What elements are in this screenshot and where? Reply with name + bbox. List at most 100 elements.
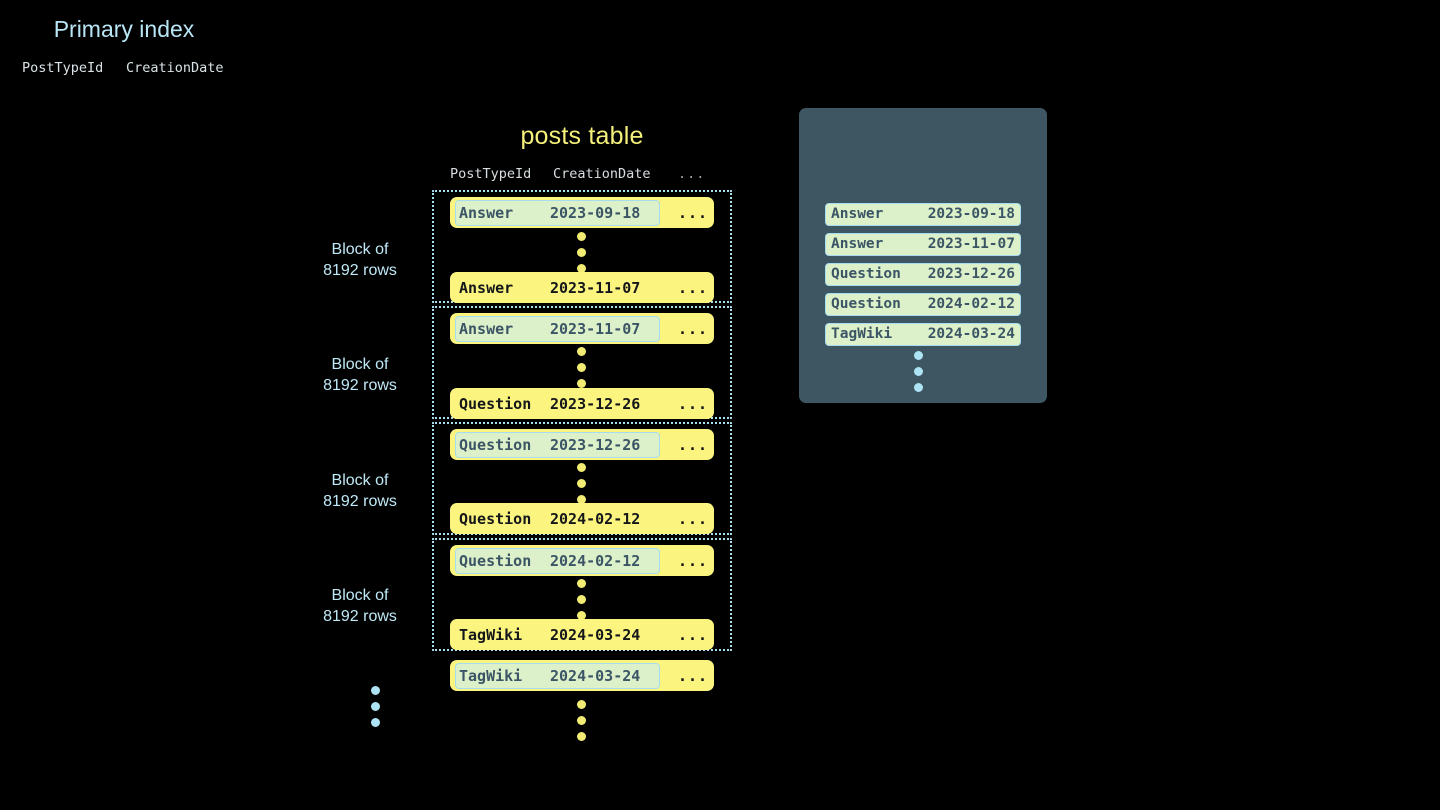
block-label-line1: Block of: [331, 241, 389, 258]
cell-posttypeid: Question: [459, 510, 532, 528]
cell-posttypeid: Question: [459, 436, 532, 454]
row-ellipsis-dots: [577, 463, 586, 511]
cell-creationdate: 2023-09-18: [550, 204, 641, 222]
row-highlight-box: [455, 315, 660, 342]
cell-more: ...: [678, 279, 709, 297]
cell-posttypeid: TagWiki: [459, 626, 523, 644]
cell-posttypeid: TagWiki: [459, 667, 523, 685]
table-row[interactable]: TagWiki 2024-03-24 ...: [450, 619, 714, 650]
cell-creationdate: 2024-03-24: [550, 667, 641, 685]
block-label-line1: Block of: [331, 472, 389, 489]
cell-creationdate: 2024-03-24: [927, 326, 1015, 342]
index-ellipsis-dots: [914, 351, 923, 399]
cell-creationdate: 2024-02-12: [927, 296, 1015, 312]
block-label-line1: Block of: [331, 587, 389, 604]
primary-index-title: Primary index: [53, 16, 195, 42]
block-label-line2: 8192 rows: [323, 262, 397, 279]
block-label-line1: Block of: [331, 356, 389, 373]
block-label-2: Block of 8192 rows: [300, 354, 420, 396]
cell-more: ...: [678, 552, 709, 570]
block-label-line2: 8192 rows: [323, 493, 397, 510]
cell-posttypeid: Answer: [459, 279, 514, 297]
dot: [371, 702, 380, 711]
block-label-1: Block of 8192 rows: [300, 239, 420, 281]
cell-creationdate: 2023-12-26: [550, 436, 641, 454]
index-entry-row[interactable]: Answer 2023-09-18: [825, 203, 1021, 226]
cell-creationdate: 2024-02-12: [550, 510, 641, 528]
column-header-creationdate: CreationDate: [553, 166, 651, 182]
cell-posttypeid: Answer: [459, 204, 514, 222]
row-ellipsis-dots: [577, 579, 586, 627]
index-entry-row[interactable]: Question 2024-02-12: [825, 293, 1021, 316]
cell-creationdate: 2023-11-07: [550, 279, 641, 297]
table-row[interactable]: Question 2024-02-12 ...: [450, 503, 714, 534]
cell-posttypeid: Question: [459, 395, 532, 413]
row-highlight-box: [455, 431, 660, 458]
dot: [577, 716, 586, 725]
cell-posttypeid: Answer: [831, 206, 884, 222]
cell-posttypeid: Answer: [831, 236, 884, 252]
dot: [577, 732, 586, 741]
cell-more: ...: [678, 510, 709, 528]
cell-more: ...: [678, 667, 709, 685]
dot: [577, 479, 586, 488]
dot: [371, 686, 380, 695]
posts-table-column-headers: PostTypeId CreationDate ...: [450, 166, 714, 186]
dot: [371, 718, 380, 727]
cell-creationdate: 2023-11-07: [927, 236, 1015, 252]
cell-creationdate: 2023-09-18: [927, 206, 1015, 222]
dot: [914, 351, 923, 360]
table-row[interactable]: Question 2023-12-26 ...: [450, 388, 714, 419]
column-header-more: ...: [678, 166, 706, 182]
table-row[interactable]: Question 2024-02-12 ...: [450, 545, 714, 576]
cell-posttypeid: Question: [831, 266, 901, 282]
block-label-line2: 8192 rows: [323, 377, 397, 394]
block-outline-4: [432, 538, 732, 651]
cell-creationdate: 2023-12-26: [927, 266, 1015, 282]
dot: [577, 495, 586, 504]
index-entry-row[interactable]: TagWiki 2024-03-24: [825, 323, 1021, 346]
table-row[interactable]: TagWiki 2024-03-24 ...: [450, 660, 714, 691]
dot: [577, 363, 586, 372]
dot: [577, 379, 586, 388]
cell-more: ...: [678, 436, 709, 454]
cell-more: ...: [678, 626, 709, 644]
dot: [577, 463, 586, 472]
index-entry-row[interactable]: Question 2023-12-26: [825, 263, 1021, 286]
row-highlight-box: [455, 199, 660, 226]
dot: [577, 232, 586, 241]
dot: [577, 611, 586, 620]
dot: [914, 383, 923, 392]
table-row[interactable]: Question 2023-12-26 ...: [450, 429, 714, 460]
block-outline-3: [432, 422, 732, 535]
dot: [577, 248, 586, 257]
block-label-4: Block of 8192 rows: [300, 585, 420, 627]
cell-posttypeid: TagWiki: [831, 326, 893, 342]
block-label-line2: 8192 rows: [323, 608, 397, 625]
dot: [914, 367, 923, 376]
row-highlight-box: [455, 662, 660, 689]
cell-more: ...: [678, 204, 709, 222]
column-header-posttypeid: PostTypeId: [22, 60, 104, 76]
table-row[interactable]: Answer 2023-09-18 ...: [450, 197, 714, 228]
table-ellipsis-dots: [577, 700, 586, 748]
dot: [577, 347, 586, 356]
row-highlight-box: [455, 547, 660, 574]
row-ellipsis-dots: [577, 347, 586, 395]
dot: [577, 579, 586, 588]
table-row[interactable]: Answer 2023-11-07 ...: [450, 272, 714, 303]
cell-creationdate: 2023-12-26: [550, 395, 641, 413]
cell-posttypeid: Answer: [459, 320, 514, 338]
table-row[interactable]: Answer 2023-11-07 ...: [450, 313, 714, 344]
block-label-3: Block of 8192 rows: [300, 470, 420, 512]
row-ellipsis-dots: [577, 232, 586, 280]
cell-creationdate: 2024-03-24: [550, 626, 641, 644]
blocks-ellipsis-dots: [371, 686, 380, 734]
dot: [577, 700, 586, 709]
cell-more: ...: [678, 320, 709, 338]
cell-posttypeid: Question: [831, 296, 901, 312]
cell-posttypeid: Question: [459, 552, 532, 570]
index-entry-row[interactable]: Answer 2023-11-07: [825, 233, 1021, 256]
column-header-posttypeid: PostTypeId: [450, 166, 532, 182]
primary-index-column-headers: PostTypeId CreationDate: [22, 60, 232, 80]
